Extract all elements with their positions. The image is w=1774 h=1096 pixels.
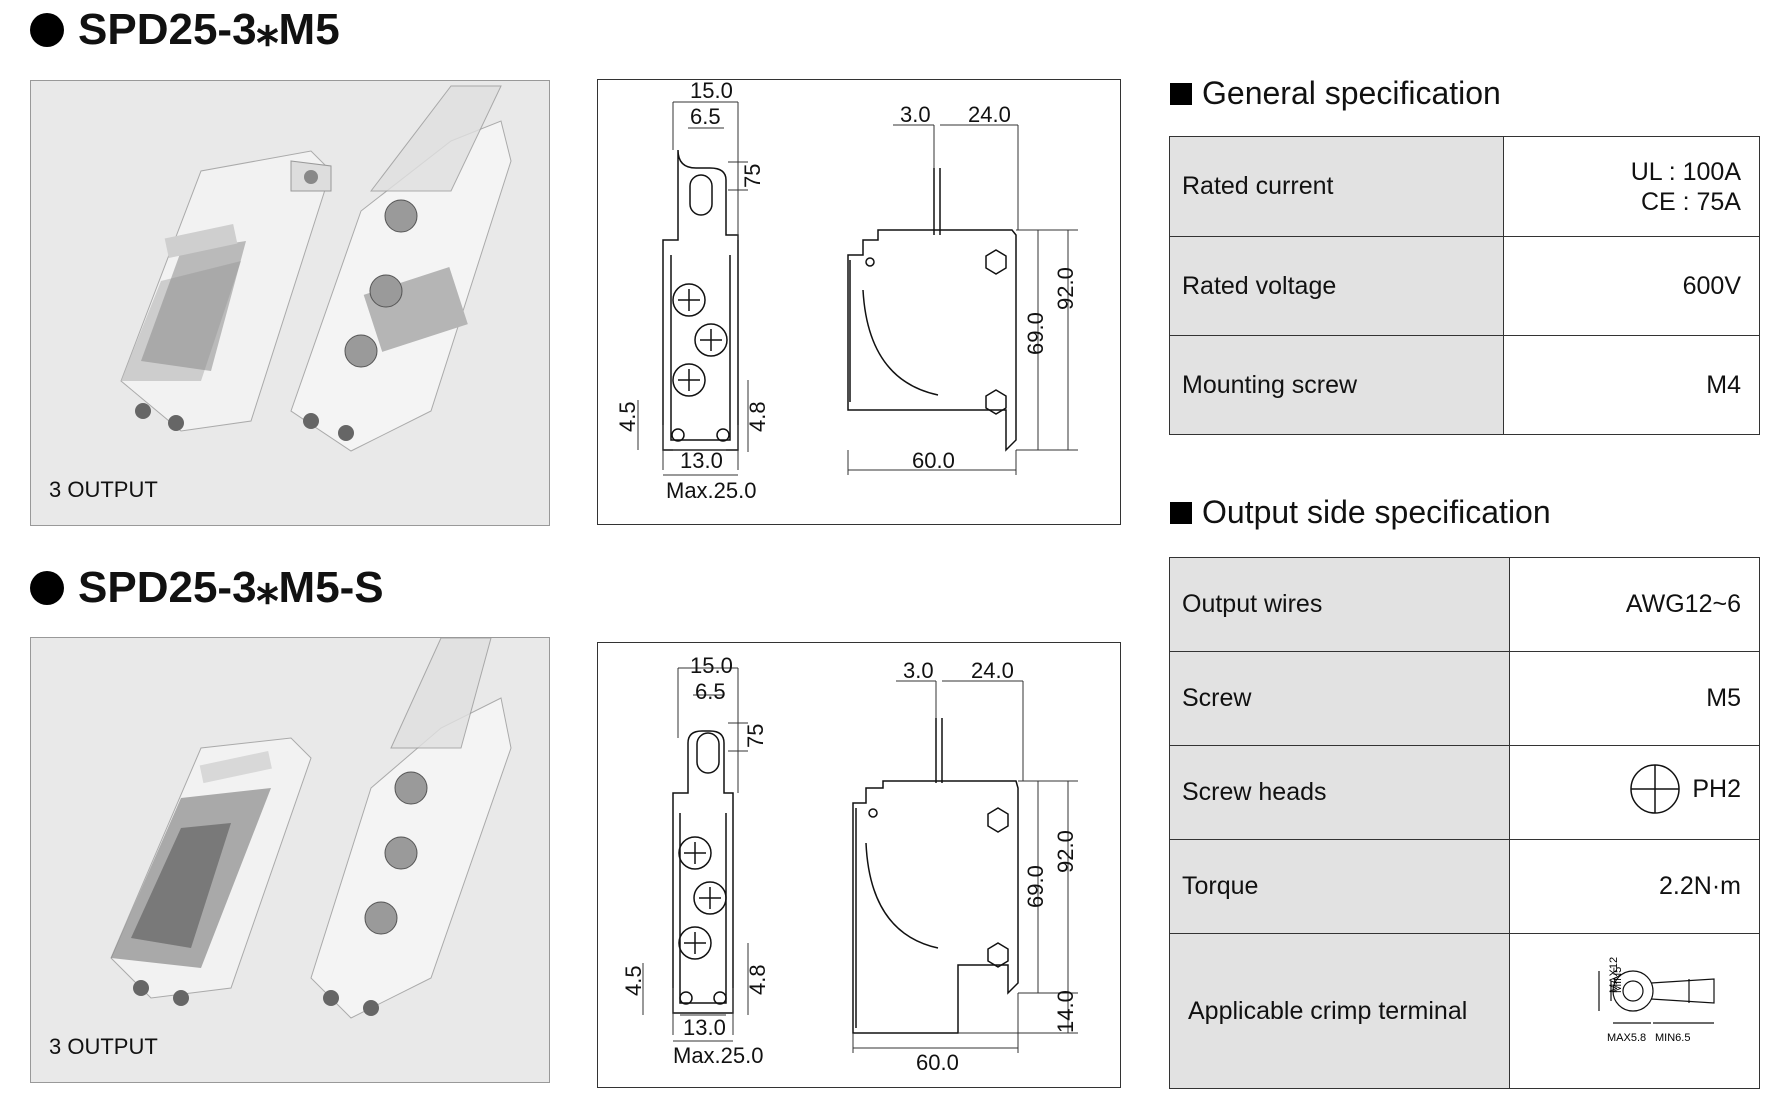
dim-4.5: 4.5 (621, 965, 646, 996)
dim-69: 69.0 (1023, 865, 1048, 908)
product-illustration (120, 85, 512, 452)
screw-head-value: PH2 (1692, 774, 1741, 803)
dim-92: 92.0 (1053, 830, 1078, 873)
dim-6.5: 6.5 (690, 104, 721, 129)
dim-60: 60.0 (916, 1050, 959, 1075)
model-name: SPD25-3⁎M5-S (78, 563, 384, 612)
model-title-2: SPD25-3⁎M5-S (30, 562, 384, 613)
dim-15: 15.0 (690, 653, 733, 678)
dim-4.5: 4.5 (615, 401, 640, 432)
spec-value: 600V (1503, 236, 1760, 336)
dim-4.8: 4.8 (745, 964, 770, 995)
dim-15: 15.0 (690, 80, 733, 103)
dim-13: 13.0 (680, 448, 723, 473)
square-bullet-icon (1170, 501, 1192, 524)
table-row: Mounting screw M4 (1169, 335, 1760, 435)
general-spec-table: Rated current UL : 100A CE : 75A Rated v… (1169, 136, 1760, 435)
spec-label: Output wires (1169, 557, 1510, 652)
max5.8-label: MAX5.8 (1607, 1032, 1646, 1044)
dim-24: 24.0 (971, 658, 1014, 683)
heading-text: Output side specification (1202, 494, 1551, 530)
phillips-head-icon (1630, 764, 1681, 814)
photo-caption: 3 OUTPUT (49, 477, 158, 502)
general-spec-heading: General specification (1170, 75, 1501, 112)
spec-value-line: CE : 75A (1640, 187, 1741, 216)
model-name: SPD25-3⁎M5 (78, 5, 340, 54)
spec-label: Torque (1169, 839, 1510, 934)
spec-value: PH2 (1509, 745, 1760, 840)
dim-6.5: 6.5 (695, 679, 726, 704)
spec-value: MAX12 MIN5 MAX5.8 MIN6.5 (1509, 933, 1760, 1089)
spec-value: M4 (1503, 335, 1760, 435)
table-row: Output wires AWG12~6 (1169, 557, 1760, 652)
dim-13: 13.0 (683, 1015, 726, 1040)
bullet-icon (30, 570, 64, 605)
table-row: Screw heads PH2 (1169, 745, 1760, 840)
spec-label: Rated current (1169, 136, 1504, 237)
dimension-drawing-1: 15.0 6.5 75 4.5 4.8 13.0 Max.25.0 3.0 24… (597, 79, 1121, 525)
dim-max25: Max.25.0 (673, 1043, 764, 1068)
spec-label: Applicable crimp terminal (1169, 933, 1510, 1089)
spec-label: Screw heads (1169, 745, 1510, 840)
dim-24: 24.0 (968, 102, 1011, 127)
model-title-1: SPD25-3⁎M5 (30, 4, 340, 55)
square-bullet-icon (1170, 82, 1192, 105)
spec-value: 2.2N·m (1509, 839, 1760, 934)
min6.5-label: MIN6.5 (1655, 1032, 1690, 1044)
spec-label: Screw (1169, 651, 1510, 746)
spec-value: UL : 100A CE : 75A (1503, 136, 1760, 237)
dim-3: 3.0 (903, 658, 934, 683)
spec-label: Mounting screw (1169, 335, 1504, 435)
dim-4.8: 4.8 (745, 401, 770, 432)
spec-label: Rated voltage (1169, 236, 1504, 336)
dim-14: 14.0 (1053, 990, 1078, 1033)
max12-label: MAX12 (1608, 956, 1620, 992)
table-row: Rated current UL : 100A CE : 75A (1169, 136, 1760, 237)
table-row: Applicable crimp terminal MAX12 MIN5 MAX… (1169, 933, 1760, 1089)
dim-max25: Max.25.0 (666, 478, 757, 503)
dim-75: 75 (743, 724, 768, 748)
technical-drawing: 15.0 6.5 75 4.5 4.8 13.0 Max.25.0 3.0 24… (615, 80, 1078, 503)
dim-92: 92.0 (1053, 267, 1078, 310)
technical-drawing: 15.0 6.5 75 4.5 4.8 13.0 Max.25.0 3.0 24… (621, 653, 1078, 1075)
dim-75: 75 (740, 164, 765, 188)
output-spec-table: Output wires AWG12~6 Screw M5 Screw head… (1169, 557, 1760, 1089)
table-row: Torque 2.2N·m (1169, 839, 1760, 934)
min5-label: MIN5 (1612, 966, 1624, 992)
table-row: Screw M5 (1169, 651, 1760, 746)
dim-60: 60.0 (912, 448, 955, 473)
dim-3: 3.0 (900, 102, 931, 127)
photo-caption: 3 OUTPUT (49, 1034, 158, 1059)
table-row: Rated voltage 600V (1169, 236, 1760, 336)
bullet-icon (30, 12, 64, 47)
spec-value: M5 (1509, 651, 1760, 746)
product-photo-2: 3 OUTPUT (30, 637, 550, 1083)
output-spec-heading: Output side specification (1170, 494, 1551, 531)
spec-value-line: UL : 100A (1630, 157, 1741, 186)
product-photo-1: 3 OUTPUT (30, 80, 550, 526)
crimp-terminal-diagram: MAX12 MIN5 MAX5.8 MIN6.5 (1598, 956, 1715, 1044)
heading-text: General specification (1202, 75, 1501, 111)
spec-value: AWG12~6 (1509, 557, 1760, 652)
dimension-drawing-2: 15.0 6.5 75 4.5 4.8 13.0 Max.25.0 3.0 24… (597, 642, 1121, 1088)
dim-69: 69.0 (1023, 312, 1048, 355)
product-illustration (110, 638, 512, 1019)
